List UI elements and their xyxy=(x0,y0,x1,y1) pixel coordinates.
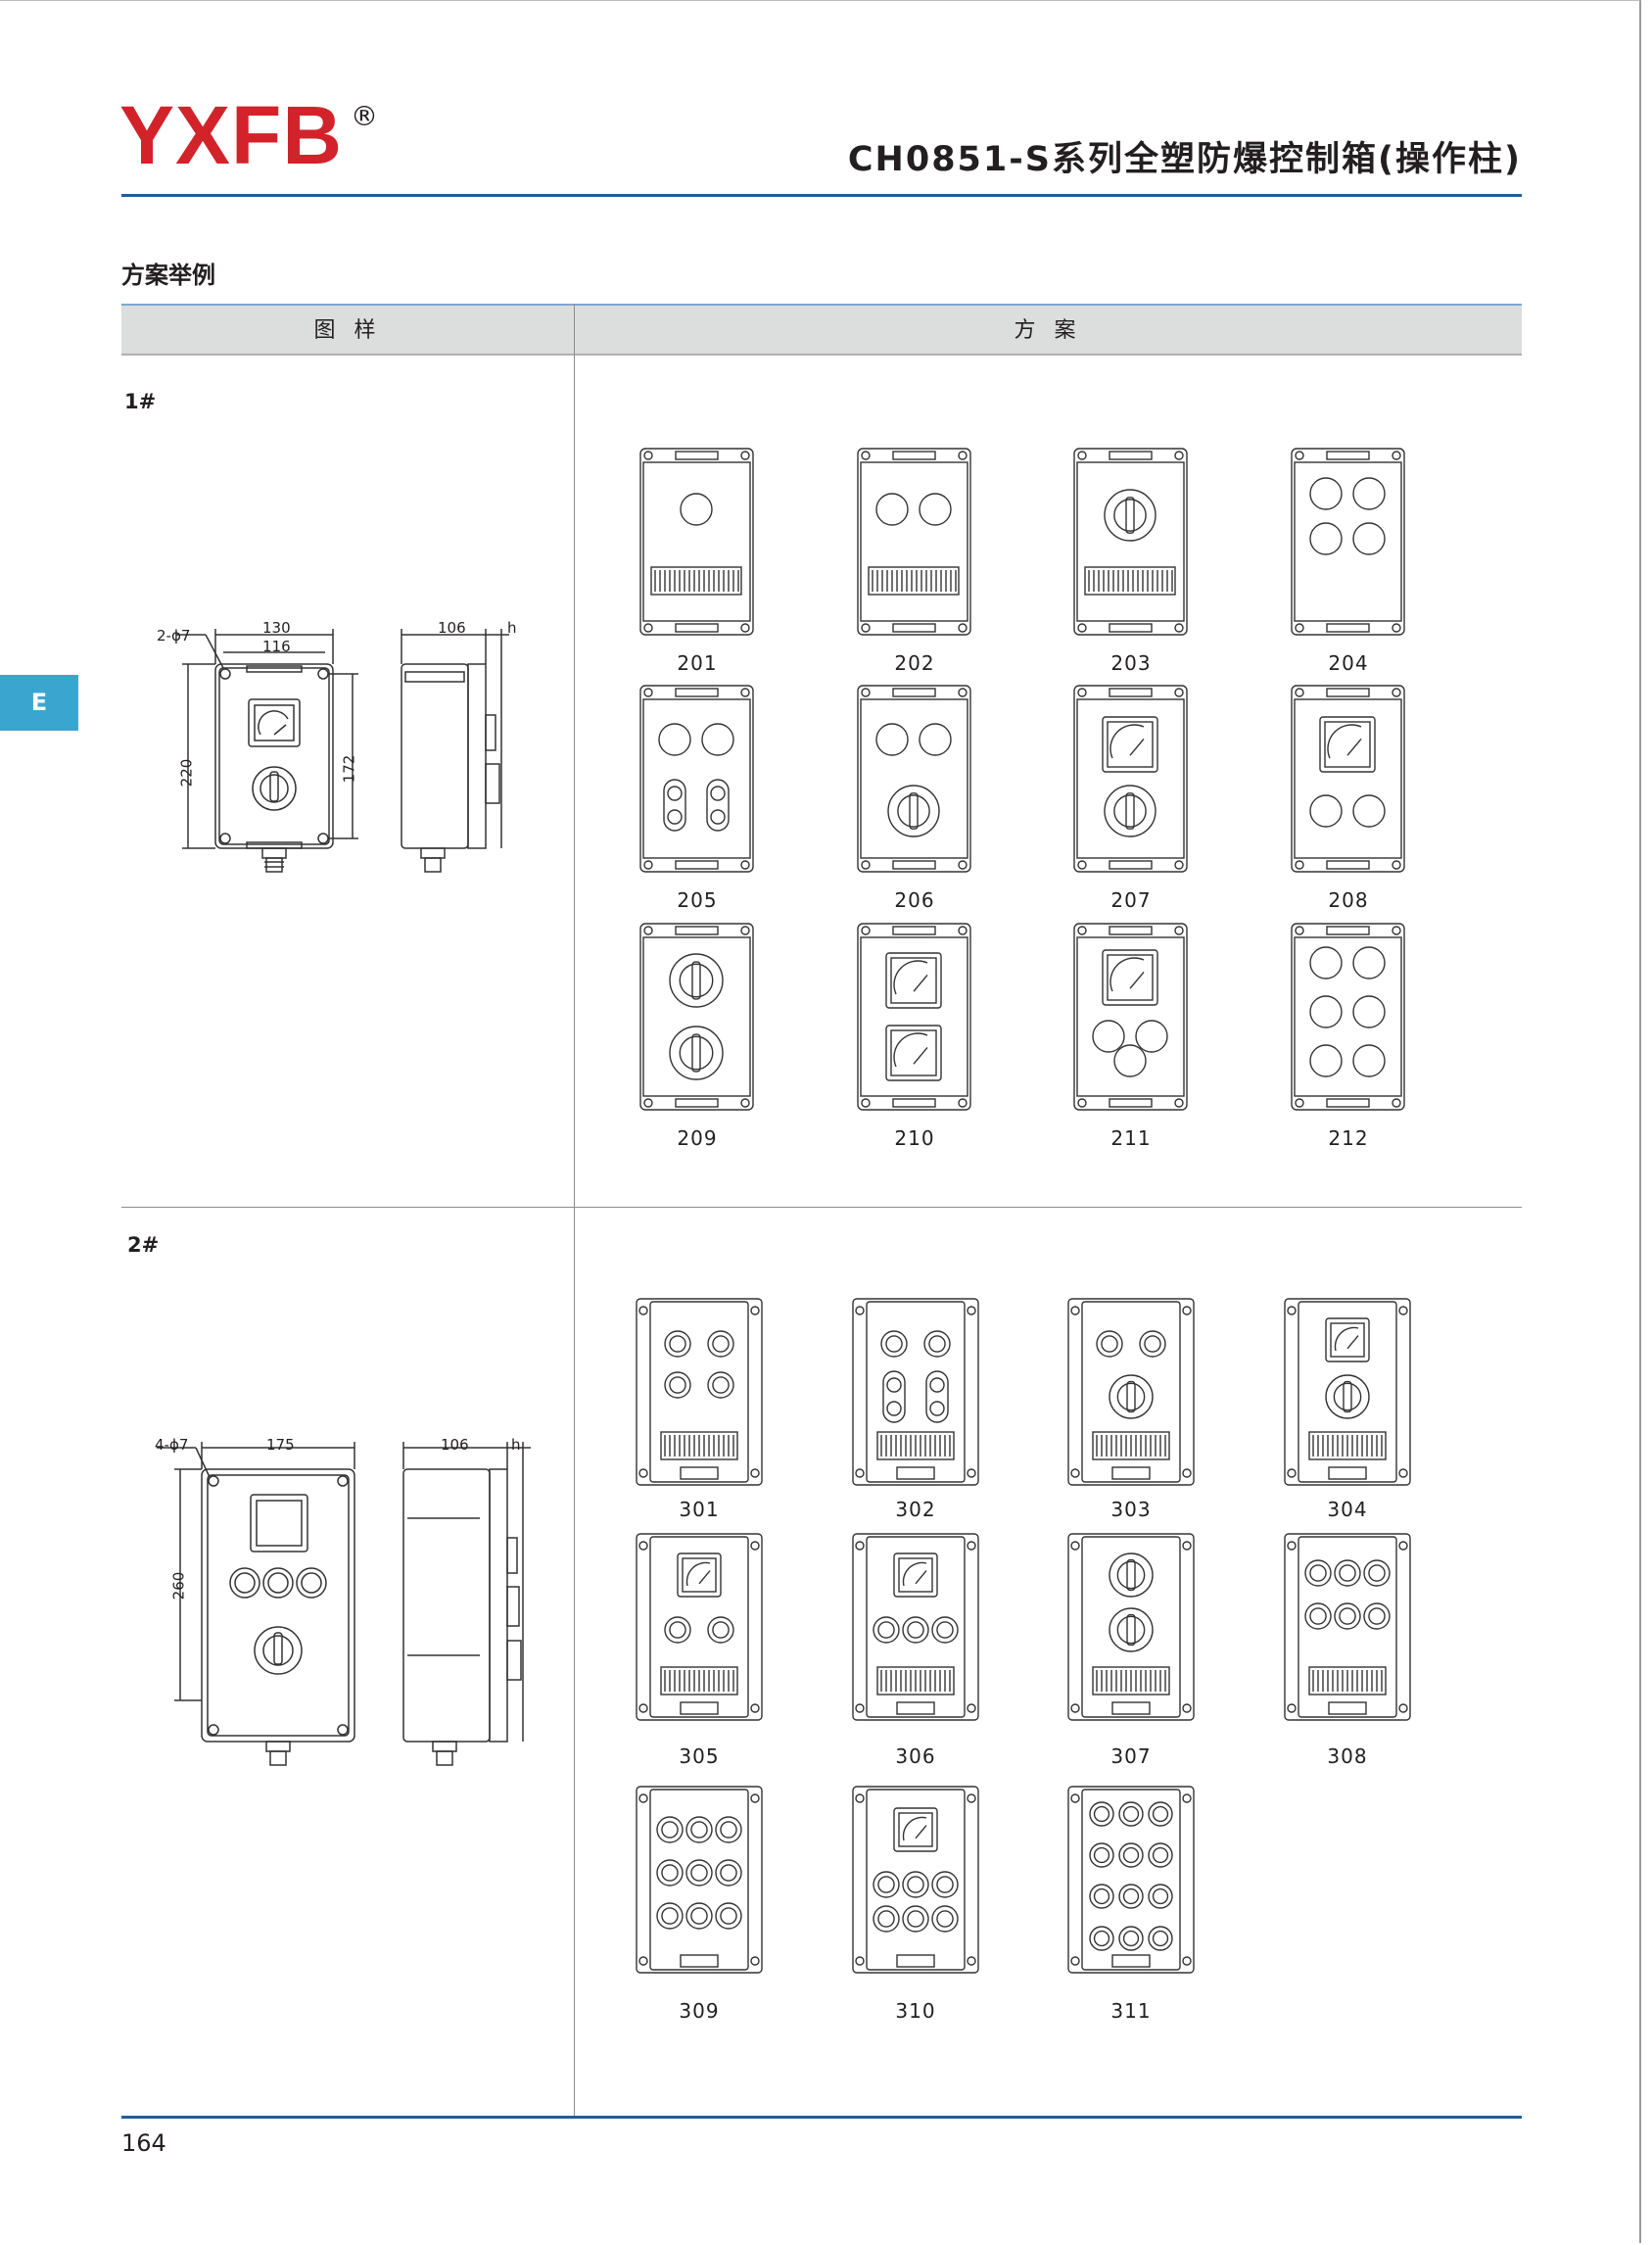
page-title: CH0851-S系列全塑防爆控制箱(操作柱) xyxy=(847,140,1522,179)
dim-h: h xyxy=(507,619,517,637)
scheme-label-304: 304 xyxy=(1327,1498,1368,1521)
scheme-panel-306 xyxy=(852,1533,979,1721)
dim-width-outer: 130 xyxy=(262,619,291,637)
scheme-panel-202 xyxy=(857,448,971,636)
enclosure-2-drawing xyxy=(157,1442,531,1766)
dim-width-outer: 175 xyxy=(266,1436,295,1454)
scheme-label-301: 301 xyxy=(679,1498,720,1521)
scheme-label-311: 311 xyxy=(1110,1999,1152,2023)
scheme-panel-308 xyxy=(1284,1533,1411,1721)
dim-height-outer: 220 xyxy=(177,758,196,788)
scheme-panel-208 xyxy=(1291,685,1405,873)
scheme-panel-211 xyxy=(1073,923,1188,1111)
scheme-label-307: 307 xyxy=(1110,1744,1152,1768)
scheme-panel-204 xyxy=(1291,448,1405,636)
scheme-label-310: 310 xyxy=(895,1999,936,2023)
scheme-panel-301 xyxy=(636,1298,763,1486)
scheme-panel-307 xyxy=(1067,1533,1195,1721)
scheme-label-206: 206 xyxy=(894,888,935,912)
scheme-label-209: 209 xyxy=(677,1126,718,1150)
scheme-panel-310 xyxy=(852,1786,979,1974)
row-divider xyxy=(121,1207,1522,1208)
scheme-label-302: 302 xyxy=(895,1498,936,1521)
scheme-label-211: 211 xyxy=(1110,1126,1152,1150)
scheme-label-308: 308 xyxy=(1327,1744,1368,1768)
row-label-1: 1# xyxy=(124,390,157,413)
table-header: 图 样 方 案 xyxy=(121,304,1522,356)
scheme-label-203: 203 xyxy=(1110,651,1152,675)
scheme-label-205: 205 xyxy=(677,888,718,912)
column-header-figure: 图 样 xyxy=(313,318,382,343)
dim-width-inner: 116 xyxy=(262,638,291,655)
dim-height-inner: 172 xyxy=(340,754,358,784)
scheme-label-212: 212 xyxy=(1328,1126,1369,1150)
scheme-label-201: 201 xyxy=(677,651,718,675)
scheme-label-210: 210 xyxy=(894,1126,935,1150)
scheme-panel-311 xyxy=(1067,1786,1195,1974)
footer-rule xyxy=(121,2116,1522,2119)
scheme-label-202: 202 xyxy=(894,651,935,675)
scheme-label-303: 303 xyxy=(1110,1498,1152,1521)
column-divider xyxy=(574,304,575,2116)
row-label-2: 2# xyxy=(127,1233,160,1257)
dim-height-outer: 260 xyxy=(169,1571,188,1600)
scheme-panel-304 xyxy=(1284,1298,1411,1486)
scheme-panel-203 xyxy=(1073,448,1188,636)
scheme-panel-209 xyxy=(639,923,754,1111)
scheme-panel-305 xyxy=(636,1533,763,1721)
header-rule xyxy=(121,194,1522,197)
section-tab[interactable]: E xyxy=(0,675,78,731)
section-heading: 方案举例 xyxy=(121,262,215,289)
scheme-label-305: 305 xyxy=(679,1744,720,1768)
scheme-panel-210 xyxy=(857,923,971,1111)
scheme-panel-205 xyxy=(639,685,754,873)
scheme-panel-206 xyxy=(857,685,971,873)
scheme-label-306: 306 xyxy=(895,1744,936,1768)
scheme-panel-302 xyxy=(852,1298,979,1486)
column-header-scheme: 方 案 xyxy=(1014,318,1082,343)
scheme-label-204: 204 xyxy=(1328,651,1369,675)
scheme-label-309: 309 xyxy=(679,1999,720,2023)
brand-logo: YXFB xyxy=(119,89,344,181)
scheme-panel-201 xyxy=(639,448,754,636)
dim-depth: 106 xyxy=(441,1436,469,1454)
enclosure-1-drawing xyxy=(176,629,509,873)
page-number: 164 xyxy=(121,2129,166,2157)
scheme-panel-212 xyxy=(1291,923,1405,1111)
scheme-panel-309 xyxy=(636,1786,763,1974)
dim-depth: 106 xyxy=(438,619,466,637)
scheme-panel-207 xyxy=(1073,685,1188,873)
dim-holes: 2-ϕ7 xyxy=(157,627,191,645)
scheme-label-207: 207 xyxy=(1110,888,1152,912)
dim-h: h xyxy=(511,1436,521,1454)
dim-holes: 4-ϕ7 xyxy=(155,1436,189,1454)
scheme-panel-303 xyxy=(1067,1298,1195,1486)
registered-mark: ® xyxy=(351,100,378,132)
scheme-label-208: 208 xyxy=(1328,888,1369,912)
